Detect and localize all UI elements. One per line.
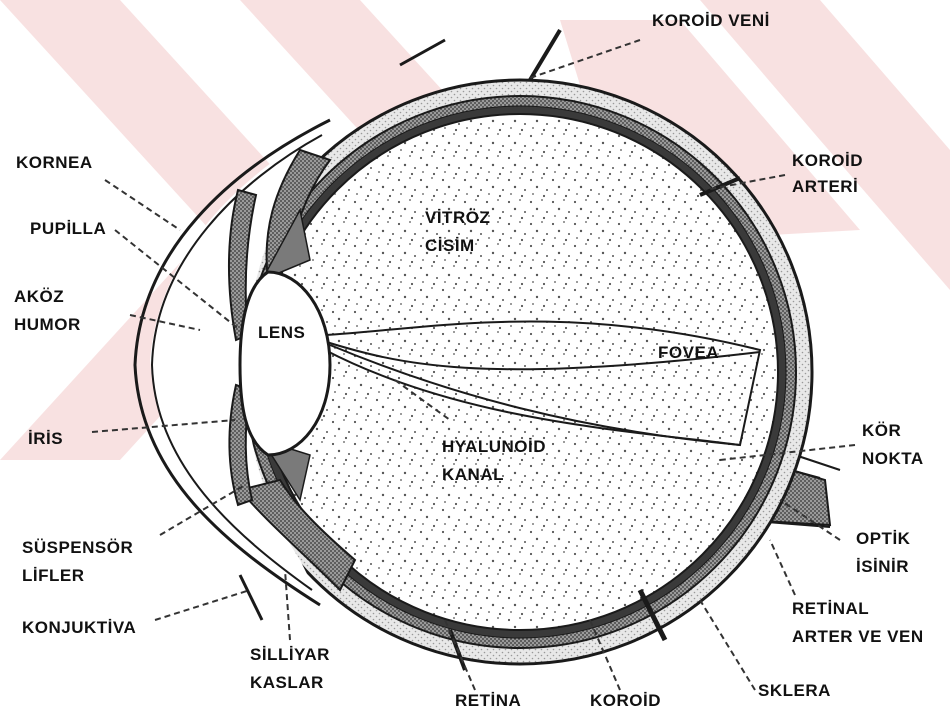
label-koroid-arteri-line2: ARTERİ — [792, 177, 858, 196]
label-kor-nokta-line1: KÖR — [862, 421, 901, 440]
label-koroid-veni: KOROİD VENİ — [652, 11, 770, 30]
label-suspensor-lifler-line2: LİFLER — [22, 566, 85, 585]
label-vitroz-cisim-line1: VİTRÖZ — [425, 208, 490, 227]
label-fovea: FOVEA — [658, 343, 719, 362]
label-retinal-arter-line1: RETİNAL — [792, 599, 869, 618]
label-akoz-humor-line2: HUMOR — [14, 315, 81, 334]
label-silliyar-kaslar-line2: KASLAR — [250, 673, 324, 692]
label-pupilla: PUPİLLA — [30, 219, 106, 238]
label-silliyar-kaslar-line1: SİLLİYAR — [250, 645, 330, 664]
label-koroid-arteri-line1: KOROİD — [792, 151, 863, 170]
label-konjuktiva: KONJUKTİVA — [22, 618, 136, 637]
label-optik-sinir-line1: OPTİK — [856, 529, 911, 548]
label-hyaluonid-kanal-line1: HYALUNOİD — [442, 437, 546, 456]
label-kor-nokta-line2: NOKTA — [862, 449, 924, 468]
conjunctiva-vessel — [240, 575, 262, 620]
label-akoz-humor-line1: AKÖZ — [14, 287, 64, 306]
label-lens: LENS — [258, 323, 305, 342]
label-suspensor-lifler-line1: SÜSPENSÖR — [22, 538, 133, 557]
label-sklera: SKLERA — [758, 681, 831, 700]
label-retina: RETİNA — [455, 691, 521, 710]
label-vitroz-cisim-line2: CİSİM — [425, 236, 475, 255]
label-retinal-arter-line2: ARTER VE VEN — [792, 627, 924, 646]
label-koroid: KOROİD — [590, 691, 661, 710]
label-optik-sinir-line2: İSİNİR — [856, 557, 909, 576]
label-kornea: KORNEA — [16, 153, 93, 172]
label-hyaluonid-kanal-line2: KANAL — [442, 465, 504, 484]
label-iris: İRİS — [28, 429, 63, 448]
